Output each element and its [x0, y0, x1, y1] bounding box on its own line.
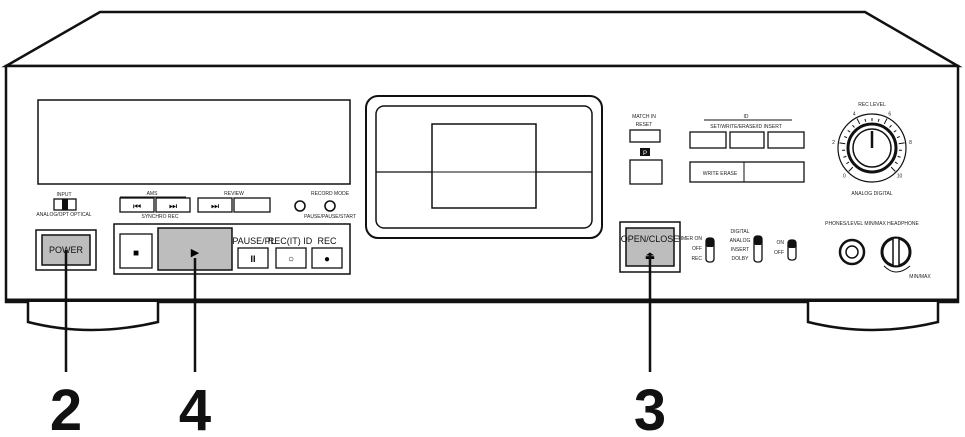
- rec-label: REC: [317, 236, 337, 246]
- rec-it-glyph: ○: [288, 254, 294, 265]
- id-set-button[interactable]: [689, 131, 727, 149]
- top-cover: [1, 10, 963, 68]
- id-insert-button[interactable]: [767, 131, 805, 149]
- dial-tick: [843, 155, 847, 158]
- off-label: OFF: [774, 250, 784, 256]
- dial-tick-label: 4: [853, 111, 856, 117]
- phones-level-knob-grip: [892, 237, 900, 267]
- write-erase-label: WRITE ERASE: [703, 171, 738, 177]
- callout-number-play: 4: [179, 378, 211, 437]
- match-in-label: MATCH IN: [632, 114, 656, 120]
- dial-tick: [897, 155, 901, 158]
- play-glyph: ▶: [191, 247, 200, 259]
- dial-tick: [846, 161, 850, 165]
- timer-on-label: TIMER ON: [678, 236, 703, 242]
- timer-off-label: OFF: [692, 246, 702, 252]
- right-foot: [806, 302, 940, 332]
- record-mode-knob[interactable]: [324, 200, 336, 212]
- input-label: INPUT: [57, 192, 72, 198]
- dial-tick-label: 2: [832, 140, 835, 146]
- rec-glyph: ●: [324, 254, 330, 265]
- review-forward-glyph: ⏭: [211, 201, 219, 211]
- write-erase-button[interactable]: [689, 161, 805, 183]
- id-label: ID: [744, 114, 749, 120]
- rec-it-button[interactable]: [275, 247, 307, 269]
- mode-b-label: ANALOG: [730, 238, 751, 244]
- on-off-switch-knob: [788, 240, 796, 248]
- record-mode-sub-label: PAUSE/PAUSE/START: [304, 214, 356, 220]
- pause-glyph: II: [250, 254, 255, 264]
- phones-label: PHONES/LEVEL MIN/MAX HEADPHONE: [825, 221, 919, 227]
- timer-switch-knob: [706, 238, 714, 247]
- dial-tick: [877, 118, 880, 122]
- review-forward-button[interactable]: [197, 197, 233, 213]
- dial-tick: [839, 142, 846, 145]
- left-foot: [26, 302, 160, 332]
- search-forward-glyph: ⏭: [169, 201, 177, 211]
- mode-d-label: DOLBY: [732, 256, 750, 262]
- analog-optical-label: ANALOG/OPT OPTICAL: [36, 212, 91, 218]
- dial-tick-label: 6: [888, 111, 891, 117]
- synchro-rec-label: SYNCHRO REC: [142, 214, 179, 220]
- id-sub-label: SET/WRITE/ERASE/ID INSERT: [710, 124, 782, 130]
- callout-number-open-close: 3: [634, 378, 666, 437]
- pause-button[interactable]: [237, 247, 269, 269]
- dial-tick: [844, 136, 848, 139]
- dial-tick: [883, 118, 888, 125]
- mode-c-label: INSERT: [731, 247, 749, 253]
- match-in-button[interactable]: [629, 129, 661, 143]
- search-back-glyph: ⏮: [133, 201, 141, 211]
- dial-tick-label: 8: [909, 140, 912, 146]
- dial-tick-label: 0: [843, 174, 846, 180]
- dial-tick: [898, 142, 905, 145]
- dial-tick: [847, 129, 851, 133]
- timer-rec-label: REC: [691, 256, 702, 262]
- mode-a-label: DIGITAL: [730, 229, 749, 235]
- dial-tick: [848, 166, 854, 172]
- rec-level-label: REC LEVEL: [858, 102, 886, 108]
- dial-tick: [893, 129, 897, 133]
- search-forward-button[interactable]: [155, 197, 191, 213]
- rec-level-dial-ticks: 0 2 4 6 8 10: [832, 111, 912, 179]
- pause-label: PAUSE/PL: [232, 236, 275, 246]
- dial-tick: [889, 124, 892, 128]
- rec-it-label: REC(IT) ID: [268, 236, 313, 246]
- dial-tick: [890, 166, 896, 172]
- record-mode-label: RECORD MODE: [311, 191, 350, 197]
- disc-tray-window: [431, 123, 537, 209]
- dial-tick: [852, 124, 855, 128]
- dial-tick: [864, 118, 867, 122]
- ams-label: AMS: [147, 191, 159, 197]
- dial-tick: [894, 161, 898, 165]
- search-back-button[interactable]: [119, 197, 155, 213]
- review-wide-button[interactable]: [233, 197, 271, 213]
- p-key-badge: [640, 148, 650, 156]
- rec-level-sub-label: ANALOG DIGITAL: [851, 191, 893, 197]
- display-window: [37, 99, 351, 185]
- phones-level-arc: [883, 265, 911, 273]
- callout-number-power: 2: [50, 378, 82, 437]
- stop-glyph: ■: [133, 248, 139, 259]
- input-switch-knob: [62, 199, 68, 210]
- dial-tick: [896, 136, 900, 139]
- rec-button[interactable]: [311, 247, 343, 269]
- stop-button[interactable]: [119, 233, 153, 269]
- level-sub-label: MIN/MAX: [909, 274, 931, 280]
- small-knob-left[interactable]: [294, 200, 306, 212]
- dial-tick-label: 10: [897, 174, 903, 180]
- headphone-jack-inner: [845, 245, 859, 259]
- on-label: ON: [777, 240, 785, 246]
- p-key-label: P: [643, 151, 647, 157]
- review-label: REVIEW: [224, 191, 244, 197]
- dial-tick: [856, 118, 861, 125]
- id-write-button[interactable]: [729, 131, 765, 149]
- open-close-label: OPEN/CLOSE: [621, 234, 680, 244]
- match-in-sub-label: RESET: [636, 122, 653, 128]
- p-key-button[interactable]: [629, 159, 663, 185]
- mode-switch-knob: [754, 236, 762, 245]
